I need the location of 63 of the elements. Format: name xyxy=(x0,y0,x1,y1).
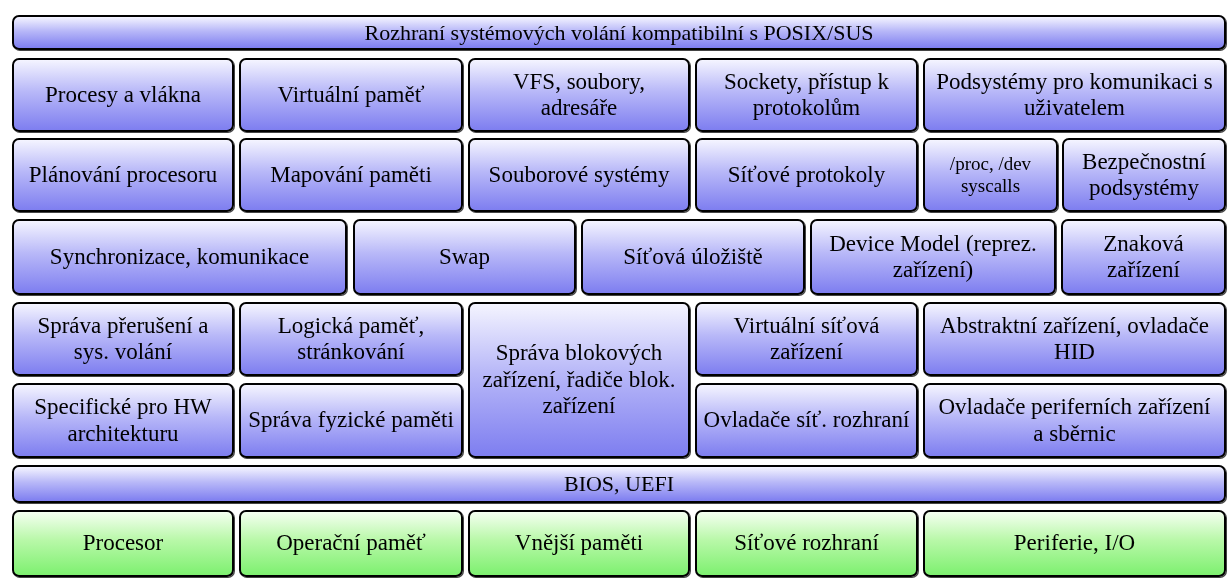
subsystem-box xyxy=(695,302,918,376)
subsystem-box xyxy=(239,383,463,458)
box-label: Správa přerušení a sys. volání xyxy=(36,312,210,366)
box-label: Procesor xyxy=(82,530,164,557)
box-label: /proc, /dev syscalls xyxy=(948,153,1033,197)
subsystem-box xyxy=(1061,219,1226,295)
subsystem-box xyxy=(12,465,1226,503)
box-label: Ovladače periferních zařízení a sběrnic xyxy=(937,394,1212,447)
subsystem-box xyxy=(353,219,576,295)
subsystem-box xyxy=(468,58,690,132)
hardware-box xyxy=(12,510,234,577)
hardware-box xyxy=(239,510,463,577)
subsystem-box xyxy=(581,219,805,295)
box-label: Souborové systémy xyxy=(488,161,670,189)
box-label: Virtuální paměť xyxy=(277,81,425,109)
box-label: Device Model (reprez. zařízení) xyxy=(828,230,1038,284)
subsystem-box xyxy=(468,138,690,212)
subsystem-box xyxy=(12,138,234,212)
hardware-box xyxy=(923,510,1226,577)
box-label: BIOS, UEFI xyxy=(564,471,674,497)
box-label: Swap xyxy=(438,243,491,271)
subsystem-box xyxy=(923,58,1226,132)
box-label: Správa blokových zařízení, řadiče blok. zařízení xyxy=(481,340,677,420)
box-label: Síťová úložiště xyxy=(623,243,763,271)
box-label: Podsystémy pro komunikaci s uživatelem xyxy=(935,68,1214,122)
subsystem-box xyxy=(1062,138,1226,212)
box-label: Síťové protokoly xyxy=(727,161,886,189)
subsystem-box xyxy=(923,138,1058,212)
box-label: Vnější paměti xyxy=(514,530,644,557)
box-label: Rozhraní systémových volání kompatibilní s POSIX/SUS xyxy=(364,19,874,46)
box-label: Specifické pro HW architekturu xyxy=(33,394,213,447)
subsystem-box xyxy=(695,383,918,458)
box-label: Periferie, I/O xyxy=(1013,530,1136,557)
box-label: Správa fyzické paměti xyxy=(248,407,454,434)
box-label: Synchronizace, komunikace xyxy=(49,243,310,271)
subsystem-box xyxy=(810,219,1056,295)
subsystem-box xyxy=(12,15,1226,50)
hardware-box xyxy=(695,510,918,577)
subsystem-box xyxy=(923,383,1226,458)
box-label: Znaková zařízení xyxy=(1102,230,1185,284)
box-label: Bezpečnostní podsystémy xyxy=(1081,148,1207,202)
hardware-box xyxy=(468,510,690,577)
box-label: Síťové rozhraní xyxy=(734,530,879,557)
box-label: Procesy a vlákna xyxy=(45,81,201,109)
box-label: Logická paměť, stránkování xyxy=(276,312,426,366)
subsystem-box xyxy=(12,383,234,458)
subsystem-box xyxy=(12,219,347,295)
box-label: Operační paměť xyxy=(276,530,426,557)
box-label: Abstraktní zařízení, ovladače HID xyxy=(939,312,1210,366)
subsystem-box xyxy=(468,302,690,458)
subsystem-box xyxy=(239,138,463,212)
box-label: Virtuální síťová zařízení xyxy=(732,312,881,366)
box-label: Ovladače síť. rozhraní xyxy=(703,407,910,434)
subsystem-box xyxy=(695,138,918,212)
subsystem-box xyxy=(12,58,234,132)
box-label: Sockety, přístup k protokolům xyxy=(722,68,891,122)
box-label: Mapování paměti xyxy=(270,161,432,189)
box-label: VFS, soubory, adresáře xyxy=(511,68,647,122)
subsystem-box xyxy=(239,302,463,376)
box-label: Plánování procesoru xyxy=(28,161,218,189)
subsystem-box xyxy=(239,58,463,132)
subsystem-box xyxy=(923,302,1226,376)
subsystem-box xyxy=(12,302,234,376)
